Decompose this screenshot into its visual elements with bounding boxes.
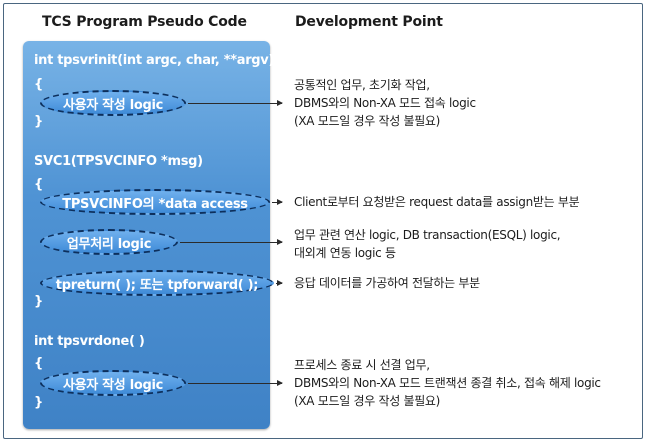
init-note-line: 공통적인 업무, 초기화 작업, xyxy=(294,78,430,92)
done-close-brace: } xyxy=(34,395,43,410)
init-close-brace: } xyxy=(34,114,43,129)
diagram-frame xyxy=(3,3,643,439)
done-note-line: 프로세스 종료 시 선결 업무, xyxy=(294,358,430,372)
data-access-note-line: Client로부터 요청받은 request data를 assign받는 부분 xyxy=(294,195,580,209)
init-user-logic-oval: 사용자 작성 logic xyxy=(40,90,186,116)
done-arrow xyxy=(188,380,283,386)
done-signature: int tpsvrdone( ) xyxy=(34,334,145,349)
tpreturn-note-line: 응답 데이터를 가공하여 전달하는 부분 xyxy=(294,276,480,290)
service-signature: SVC1(TPSVCINFO *msg) xyxy=(34,154,203,169)
done-open-brace: { xyxy=(34,356,43,371)
business-note: 업무 관련 연산 logic, DB transaction(ESQL) log… xyxy=(294,226,561,262)
tpreturn-note: 응답 데이터를 가공하여 전달하는 부분 xyxy=(294,274,480,292)
tpreturn-oval: tpreturn( ); 또는 tpforward( ); xyxy=(40,270,274,296)
done-user-logic-oval: 사용자 작성 logic xyxy=(40,370,186,396)
business-note-line: 대외계 연동 logic 등 xyxy=(294,246,396,260)
done-note-line: DBMS와의 Non-XA 모드 트랜잭션 종결 취소, 접속 해제 logic xyxy=(294,376,601,390)
pseudo-code-header: TCS Program Pseudo Code xyxy=(42,14,247,30)
tpreturn-arrow xyxy=(276,280,283,286)
service-open-brace: { xyxy=(34,177,43,192)
service-close-brace: } xyxy=(34,294,43,309)
init-signature: int tpsvrinit(int argc, char, **argv) xyxy=(34,53,275,68)
development-point-header: Development Point xyxy=(295,14,443,30)
data-access-oval: TPSVCINFO의 *data access xyxy=(40,189,270,215)
init-arrow xyxy=(188,100,283,106)
init-note-line: (XA 모드일 경우 작성 불필요) xyxy=(294,114,441,128)
business-note-line: 업무 관련 연산 logic, DB transaction(ESQL) log… xyxy=(294,228,561,242)
data-access-arrow xyxy=(272,199,283,205)
init-note: 공통적인 업무, 초기화 작업, DBMS와의 Non-XA 모드 접속 log… xyxy=(294,76,476,130)
done-note-line: (XA 모드일 경우 작성 불필요) xyxy=(294,394,441,408)
done-note: 프로세스 종료 시 선결 업무, DBMS와의 Non-XA 모드 트랜잭션 종… xyxy=(294,356,601,410)
init-open-brace: { xyxy=(34,77,43,92)
business-arrow xyxy=(180,239,283,245)
business-logic-oval: 업무처리 logic xyxy=(40,229,178,255)
data-access-note: Client로부터 요청받은 request data를 assign받는 부분 xyxy=(294,193,580,211)
init-note-line: DBMS와의 Non-XA 모드 접속 logic xyxy=(294,96,476,110)
